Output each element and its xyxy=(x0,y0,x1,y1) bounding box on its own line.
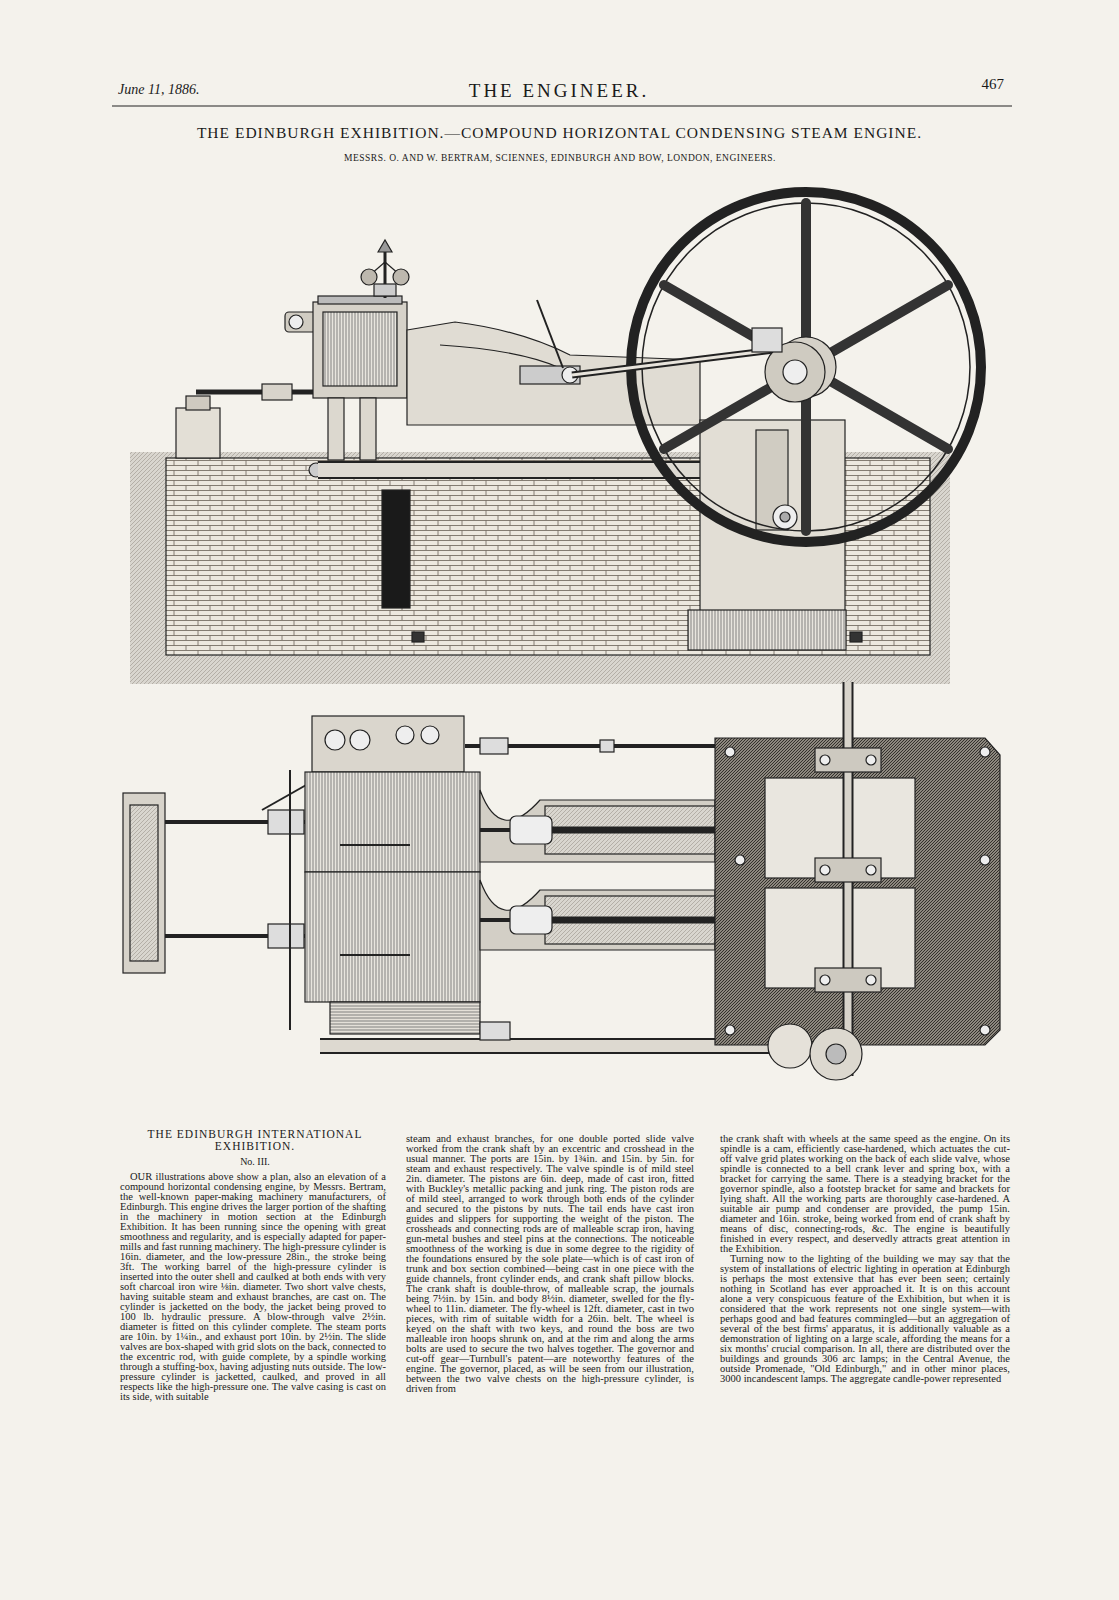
engraving-stroke xyxy=(361,269,377,285)
engraving-stroke xyxy=(801,397,811,531)
engraving-stroke xyxy=(980,855,990,865)
engraving-stroke xyxy=(510,816,552,844)
engraving-stroke xyxy=(123,793,165,973)
engraving-stroke xyxy=(480,790,715,862)
engraving-stroke xyxy=(480,738,508,754)
engraving-stroke xyxy=(537,300,563,368)
engraving-stroke xyxy=(340,844,410,846)
body-column: OUR illustrations above show a plan, als… xyxy=(120,1172,386,1402)
engraving-stroke xyxy=(440,345,560,368)
page-date: June 11, 1886. xyxy=(118,82,318,98)
engraving-stroke xyxy=(815,858,881,882)
engraving-stroke xyxy=(328,398,344,460)
engraving-stroke xyxy=(318,470,722,528)
engraving-stroke xyxy=(318,470,722,528)
body-column: Turning now to the lighting of the build… xyxy=(720,1254,1010,1384)
engraving-stroke xyxy=(801,203,811,337)
engraving-stroke xyxy=(186,396,210,410)
engraving-stroke xyxy=(820,755,830,765)
engine-elevation xyxy=(130,192,981,684)
engraving-stroke xyxy=(768,1024,812,1068)
engraving-stroke xyxy=(820,975,830,985)
engraving-stroke xyxy=(664,203,948,531)
engine-plan xyxy=(123,682,1000,1080)
engraving-stroke xyxy=(480,880,715,950)
engraving-stroke xyxy=(642,203,970,531)
engraving-stroke xyxy=(340,954,410,956)
engraving-stroke xyxy=(832,382,948,449)
engraving-stroke xyxy=(378,240,392,252)
engraving-stroke xyxy=(407,322,700,425)
engraving-stroke xyxy=(305,772,480,872)
engraving-stroke xyxy=(815,748,881,772)
engraving-stroke xyxy=(313,302,407,398)
page-number: 467 xyxy=(900,76,1004,93)
engraving-stroke xyxy=(176,408,220,458)
engraving-stroke xyxy=(810,1028,862,1080)
engraving-stroke xyxy=(312,716,464,772)
engraving-stroke xyxy=(815,968,881,992)
engraving-stroke xyxy=(262,384,292,400)
engraving-stroke xyxy=(350,730,370,750)
engraving-stroke xyxy=(268,924,304,948)
engraving-stroke xyxy=(289,315,303,329)
engraving-stroke xyxy=(980,747,990,757)
engraving-stroke xyxy=(412,632,424,642)
engraving-stroke xyxy=(289,770,291,1030)
engraving-stroke xyxy=(773,505,797,529)
body-column: the crank shaft with wheels at the same … xyxy=(720,1134,1010,1254)
engraving-title: THE EDINBURGH EXHIBITION.—COMPOUND HORIZ… xyxy=(100,124,1019,142)
engineers-credit: MESSRS. O. AND W. BERTRAM, SCIENNES, EDI… xyxy=(160,153,960,163)
engraving-stroke xyxy=(196,390,318,395)
engraving-stroke xyxy=(820,865,830,875)
engraving-stroke xyxy=(752,328,782,352)
engraving-stroke xyxy=(374,284,396,296)
engraving-stroke xyxy=(600,740,614,752)
engraving-stroke xyxy=(421,726,439,744)
engraving-stroke xyxy=(325,730,345,750)
engraving-stroke xyxy=(780,512,790,522)
journal-title: THE ENGINEER. xyxy=(359,80,759,102)
engraving-stroke xyxy=(285,312,317,332)
engraving-stroke xyxy=(866,755,876,765)
engraving-stroke xyxy=(688,610,846,650)
engraving-stroke xyxy=(396,726,414,744)
engraving-stroke xyxy=(323,312,397,386)
engraving-stroke xyxy=(268,810,304,834)
engraving-stroke xyxy=(330,1002,480,1034)
engraving-stroke xyxy=(725,747,735,757)
engraving-stroke xyxy=(850,632,862,642)
engraving-stroke xyxy=(725,747,990,1035)
engraving-stroke xyxy=(631,192,981,542)
engraving-stroke xyxy=(664,382,780,449)
body-column: steam and exhaust branches, for one doub… xyxy=(406,1134,694,1394)
engraving-stroke xyxy=(866,975,876,985)
engraving-stroke xyxy=(866,865,876,875)
engraving-stroke xyxy=(832,285,948,352)
engraving-stroke xyxy=(715,738,1000,1045)
engraving-stroke xyxy=(783,360,807,384)
engraving-stroke xyxy=(480,1022,510,1040)
engraving-stroke xyxy=(520,366,580,384)
engraving-stroke xyxy=(826,1044,846,1064)
engraving-stroke xyxy=(382,490,410,608)
engraving-stroke xyxy=(725,1025,735,1035)
article-number: No. III. xyxy=(125,1156,385,1167)
engraving-stroke xyxy=(130,805,158,961)
engraving-stroke xyxy=(305,872,480,1002)
engraving-stroke xyxy=(393,269,409,285)
engraving-stroke xyxy=(510,906,552,934)
article-heading: THE EDINBURGH INTERNATIONAL EXHIBITION. xyxy=(125,1128,385,1152)
engraving-stroke xyxy=(980,1025,990,1035)
engraving-stroke xyxy=(360,398,376,460)
engraving-stroke xyxy=(735,855,745,865)
header-rule xyxy=(112,105,1012,106)
engraving-stroke xyxy=(318,296,402,304)
